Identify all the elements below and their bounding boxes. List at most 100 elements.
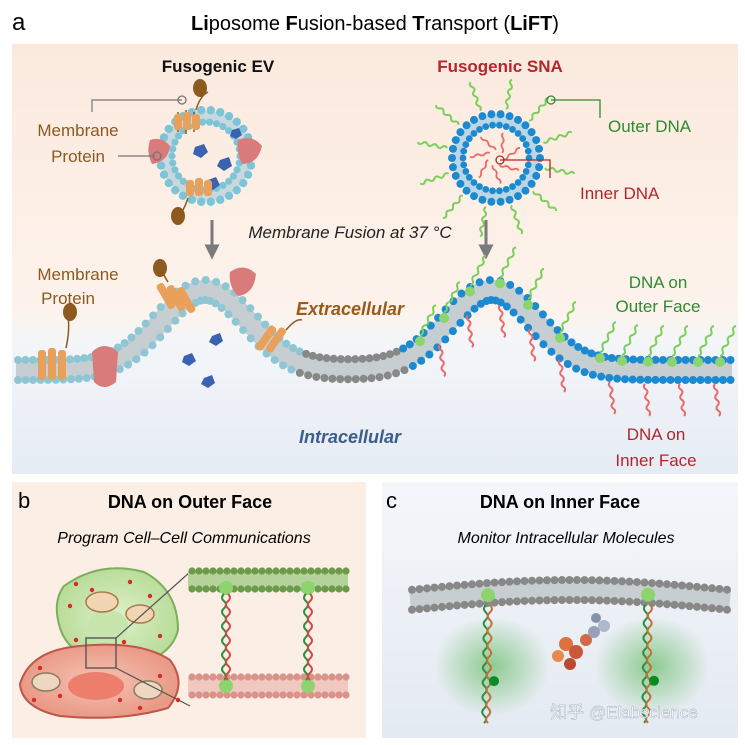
membrane-lipid-head xyxy=(400,366,409,375)
red-membrane-head xyxy=(300,673,308,681)
green-membrane-head xyxy=(272,585,280,593)
ev-lipid-head xyxy=(225,127,233,135)
red-membrane-head xyxy=(286,673,294,681)
sna-lipid-head xyxy=(460,147,468,155)
title-part: posome xyxy=(209,13,286,35)
red-membrane-head xyxy=(195,691,203,699)
outer-dna-anchor xyxy=(495,278,505,289)
dna-inner-face-label: Inner Face xyxy=(615,451,696,470)
sna-lipid-head xyxy=(509,126,516,133)
membrane-lipid-head xyxy=(496,298,505,307)
membrane-lipid-head xyxy=(700,583,709,592)
membrane-lipid-head xyxy=(304,371,313,380)
membrane-lipid-head xyxy=(513,577,521,586)
red-membrane-head xyxy=(321,691,329,699)
inner-dna-strand xyxy=(469,151,491,159)
membrane-lipid-head xyxy=(470,304,479,313)
sna-lipid-head xyxy=(514,130,522,137)
ev-lipid-head xyxy=(168,152,176,160)
sna-lipid-head xyxy=(478,112,487,121)
red-membrane-head xyxy=(293,673,301,681)
membrane-lipid-head xyxy=(573,596,581,605)
membrane-lipid-head xyxy=(703,375,712,384)
red-membrane-head xyxy=(265,691,273,699)
inner-dna-strand xyxy=(712,383,722,417)
green-membrane-head xyxy=(293,585,301,593)
ev-lipid-head xyxy=(216,108,225,117)
membrane-lipid-head xyxy=(543,596,551,605)
membrane-lipid-head xyxy=(270,355,279,364)
membrane-lipid-head xyxy=(312,372,321,381)
membrane-lipid-head xyxy=(408,585,416,594)
membrane-lipid-head xyxy=(163,324,172,333)
membrane-lipid-head xyxy=(655,599,664,608)
dna-anchor xyxy=(219,581,233,595)
membrane-lipid-head xyxy=(565,596,574,605)
sna-lipid-head xyxy=(451,136,460,145)
membrane-lipid-head xyxy=(29,375,38,384)
outer-dna-strand xyxy=(542,130,573,144)
membrane-lipid-head xyxy=(726,375,735,384)
membrane-lipid-head xyxy=(490,578,499,587)
sna-lipid-head xyxy=(470,130,478,137)
membrane-lipid-head xyxy=(468,600,476,609)
green-membrane-head xyxy=(202,585,210,593)
green-membrane-head xyxy=(342,585,350,593)
sna-lipid-head xyxy=(514,115,522,124)
dna-anchor xyxy=(219,679,233,693)
panel-c-subtitle: Monitor Intracellular Molecules xyxy=(458,530,675,547)
panel-b-zoom-membranes xyxy=(188,567,350,699)
inner-dna-strand xyxy=(497,304,507,338)
sna-lipid-head xyxy=(448,154,456,162)
red-dot xyxy=(147,593,153,599)
inner-dna-strand xyxy=(642,383,652,417)
membrane-lipid-head xyxy=(191,277,200,286)
green-membrane-head xyxy=(314,567,322,575)
ev-lipid-head xyxy=(159,170,169,179)
fluorescence-glow-left xyxy=(434,616,550,716)
membrane-lipid-head xyxy=(279,361,288,370)
membrane-lipid-head xyxy=(620,375,629,384)
membrane-lipid-head xyxy=(425,350,434,359)
sna-lipid-head xyxy=(462,141,470,148)
sna-lipid-head xyxy=(519,135,527,143)
red-membrane-head xyxy=(314,673,322,681)
inner-dna-strand xyxy=(491,165,502,184)
membrane-lipid-head xyxy=(308,351,317,360)
sna-callout-line-outer xyxy=(551,99,601,118)
red-dot xyxy=(37,665,43,671)
membrane-lipid-head xyxy=(580,346,589,355)
outer-dna-strand xyxy=(510,204,524,235)
membrane-lipid-head xyxy=(246,304,255,313)
green-membrane-head xyxy=(293,567,301,575)
membrane-lipid-head xyxy=(358,354,367,363)
membrane-lipid-head xyxy=(430,583,439,592)
membrane-lipid-head xyxy=(633,578,641,587)
ev-lipid-head xyxy=(206,106,216,115)
red-membrane-head xyxy=(335,691,343,699)
membrane-lipid-head xyxy=(417,356,426,365)
membrane-lipid-head xyxy=(415,605,424,614)
membrane-lipid-head xyxy=(651,355,660,364)
sna-lipid-head xyxy=(522,168,530,175)
sna-lipid-head xyxy=(502,185,510,193)
membrane-lipid-head xyxy=(379,352,388,361)
sna-lipid-head xyxy=(465,135,473,143)
sna-lipid-head xyxy=(496,187,503,195)
membrane-lipid-head xyxy=(555,354,564,363)
green-membrane-head xyxy=(209,567,217,575)
membrane-lipid-head xyxy=(282,339,291,348)
green-membrane-head xyxy=(321,567,329,575)
membrane-lipid-head xyxy=(239,326,248,335)
ev-lipid-head xyxy=(159,133,169,142)
membrane-lipid-head xyxy=(535,596,544,605)
membrane-lipid-head xyxy=(485,276,494,285)
red-membrane-head xyxy=(216,673,224,681)
fused-membrane-proteins xyxy=(38,259,303,388)
membrane-lipid-head xyxy=(113,343,122,352)
ev-lipid-head xyxy=(206,197,216,206)
ev-lipid-head xyxy=(171,138,179,146)
panel-b-subtitle: Program Cell–Cell Communications xyxy=(57,530,310,547)
red-membrane-head xyxy=(188,691,196,699)
membrane-lipid-head xyxy=(663,600,671,609)
